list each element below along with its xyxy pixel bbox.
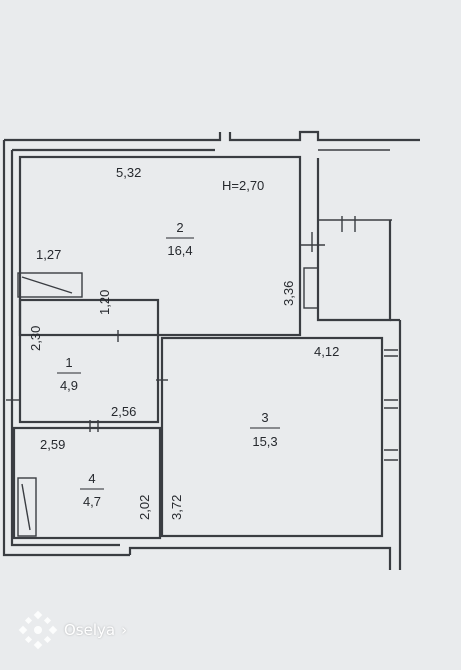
dimension-3-72: 3,72	[169, 495, 184, 520]
room-1-outline	[18, 298, 160, 424]
room-4-label: 4 4,7	[80, 471, 104, 509]
room-4-outline	[12, 426, 162, 540]
oselya-logo-icon	[18, 610, 58, 650]
oselya-arrow: ›	[121, 621, 128, 639]
oselya-watermark: Oselya ›	[18, 610, 127, 650]
balcony-outline	[300, 158, 392, 322]
dimension-2-59: 2,59	[40, 437, 65, 452]
bathtub-icon	[17, 272, 83, 298]
svg-text:4,9: 4,9	[60, 378, 78, 393]
svg-text:1: 1	[65, 355, 72, 370]
room-1-label: 1 4,9	[57, 355, 81, 393]
svg-text:15,3: 15,3	[252, 434, 277, 449]
dimension-1-20: 1,20	[97, 290, 112, 315]
svg-text:2: 2	[176, 220, 183, 235]
svg-text:16,4: 16,4	[167, 243, 192, 258]
svg-text:3: 3	[261, 410, 268, 425]
dimension-4-12: 4,12	[314, 344, 339, 359]
room-3-label: 3 15,3	[250, 410, 280, 449]
room-2-label: 2 16,4	[166, 220, 194, 258]
dimension-5-32: 5,32	[116, 165, 141, 180]
outer-walls	[2, 130, 420, 570]
ceiling-height-label: H=2,70	[222, 178, 264, 193]
dimension-1-27: 1,27	[36, 247, 61, 262]
room-2-outline	[18, 155, 302, 337]
svg-text:4: 4	[88, 471, 95, 486]
door-marks	[6, 330, 168, 432]
svg-text:4,7: 4,7	[83, 494, 101, 509]
dimension-2-30: 2,30	[28, 326, 43, 351]
dimension-2-56: 2,56	[111, 404, 136, 419]
oselya-brand-text: Oselya	[64, 621, 116, 639]
dimension-2-02: 2,02	[137, 495, 152, 520]
sink-icon	[17, 477, 37, 537]
window-marks	[384, 349, 398, 461]
room-3-outline	[160, 336, 384, 538]
dimension-3-36: 3,36	[281, 281, 296, 306]
